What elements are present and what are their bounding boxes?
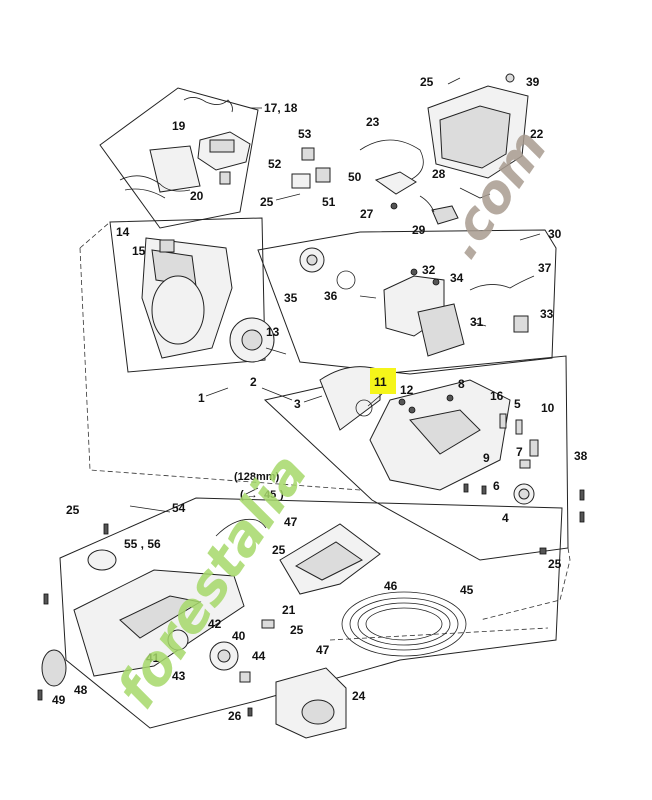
dimension-close: ) bbox=[280, 489, 284, 501]
callout-34: 34 bbox=[450, 271, 464, 285]
callout-2: 2 bbox=[250, 375, 257, 389]
callout-29: 29 bbox=[412, 223, 426, 237]
callout-27: 27 bbox=[360, 207, 374, 221]
callout-49: 49 bbox=[52, 693, 66, 707]
callout-55-56: 55 , 56 bbox=[124, 537, 161, 551]
callout-42: 42 bbox=[208, 617, 222, 631]
starter-pulley bbox=[299, 247, 356, 290]
side-cover bbox=[37, 549, 245, 701]
callout-53: 53 bbox=[298, 127, 312, 141]
callout-25-right: 25 bbox=[548, 557, 562, 571]
callout-13: 13 bbox=[266, 325, 280, 339]
frame-shroud-group bbox=[109, 217, 266, 373]
callout-28: 28 bbox=[432, 167, 446, 181]
frame-bottom-group bbox=[59, 497, 563, 729]
callout-labels: 1 2 3 4 5 6 7 8 9 10 11 12 13 14 15 16 1… bbox=[52, 75, 588, 723]
callout-22: 22 bbox=[530, 127, 544, 141]
callout-51: 51 bbox=[322, 195, 336, 209]
callout-5: 5 bbox=[514, 397, 521, 411]
callout-44: 44 bbox=[252, 649, 266, 663]
callout-19: 19 bbox=[172, 119, 186, 133]
callout-7: 7 bbox=[516, 445, 523, 459]
callout-17-18: 17, 18 bbox=[264, 101, 298, 115]
callout-30: 30 bbox=[548, 227, 562, 241]
frame-main-dashed bbox=[79, 221, 111, 249]
coiled-tube bbox=[341, 591, 467, 657]
callout-26: 26 bbox=[228, 709, 242, 723]
callout-20: 20 bbox=[190, 189, 204, 203]
callout-47-top: 47 bbox=[284, 515, 298, 529]
callout-25-left: 25 bbox=[66, 503, 80, 517]
callout-52: 52 bbox=[268, 157, 282, 171]
sensor-parts bbox=[419, 187, 491, 225]
callout-4: 4 bbox=[502, 511, 509, 525]
callout-31: 31 bbox=[470, 315, 484, 329]
callout-36: 36 bbox=[324, 289, 338, 303]
callout-1: 1 bbox=[198, 391, 205, 405]
callout-54: 54 bbox=[172, 501, 186, 515]
callout-33: 33 bbox=[540, 307, 554, 321]
callout-14: 14 bbox=[116, 225, 130, 239]
dimension-ref: 45 bbox=[264, 489, 276, 501]
fan-shroud bbox=[141, 237, 233, 359]
fasteners bbox=[103, 413, 585, 555]
callout-37: 37 bbox=[538, 261, 552, 275]
dimension-label: (128mm) bbox=[234, 471, 280, 483]
callout-24: 24 bbox=[352, 689, 366, 703]
callout-11: 11 bbox=[374, 375, 387, 389]
callout-6: 6 bbox=[493, 479, 500, 493]
callout-25-mid: 25 bbox=[260, 195, 274, 209]
callout-39: 39 bbox=[526, 75, 540, 89]
callout-15: 15 bbox=[132, 244, 146, 258]
callout-43: 43 bbox=[172, 669, 186, 683]
hose-45-short bbox=[215, 518, 267, 537]
ignition-harness bbox=[119, 97, 251, 199]
clutch-parts bbox=[167, 619, 275, 683]
handle-housing bbox=[427, 73, 529, 179]
bottom-plate bbox=[279, 523, 381, 595]
callout-10: 10 bbox=[541, 401, 555, 415]
highlight-box bbox=[370, 368, 396, 394]
callout-47-bottom: 47 bbox=[316, 643, 330, 657]
handle-parts bbox=[383, 268, 535, 357]
callout-50: 50 bbox=[348, 170, 362, 184]
callout-25-center: 25 bbox=[272, 543, 286, 557]
callout-9: 9 bbox=[483, 451, 490, 465]
callout-46: 46 bbox=[384, 579, 398, 593]
pump-housing bbox=[247, 667, 347, 739]
callout-35: 35 bbox=[284, 291, 298, 305]
callout-3: 3 bbox=[294, 397, 301, 411]
callout-23: 23 bbox=[366, 115, 380, 129]
callout-40: 40 bbox=[232, 629, 246, 643]
callout-45: 45 bbox=[460, 583, 474, 597]
callout-32: 32 bbox=[422, 263, 436, 277]
callout-48: 48 bbox=[74, 683, 88, 697]
dimension-arrow: ( → bbox=[240, 489, 258, 501]
callout-21: 21 bbox=[282, 603, 296, 617]
wire-harness bbox=[359, 139, 424, 210]
parts bbox=[37, 73, 585, 739]
callout-16: 16 bbox=[490, 389, 504, 403]
frame-wiring-group bbox=[99, 87, 259, 229]
callout-25-top: 25 bbox=[420, 75, 434, 89]
callout-25-lower: 25 bbox=[290, 623, 304, 637]
callout-8: 8 bbox=[458, 377, 465, 391]
frame-handle-group bbox=[257, 229, 557, 375]
crankcase bbox=[319, 366, 511, 491]
callout-41: 41 bbox=[146, 651, 160, 665]
switch-parts bbox=[275, 147, 331, 201]
callout-38: 38 bbox=[574, 449, 588, 463]
leader-lines bbox=[129, 107, 541, 513]
flywheel bbox=[229, 317, 287, 363]
callout-12: 12 bbox=[400, 383, 414, 397]
